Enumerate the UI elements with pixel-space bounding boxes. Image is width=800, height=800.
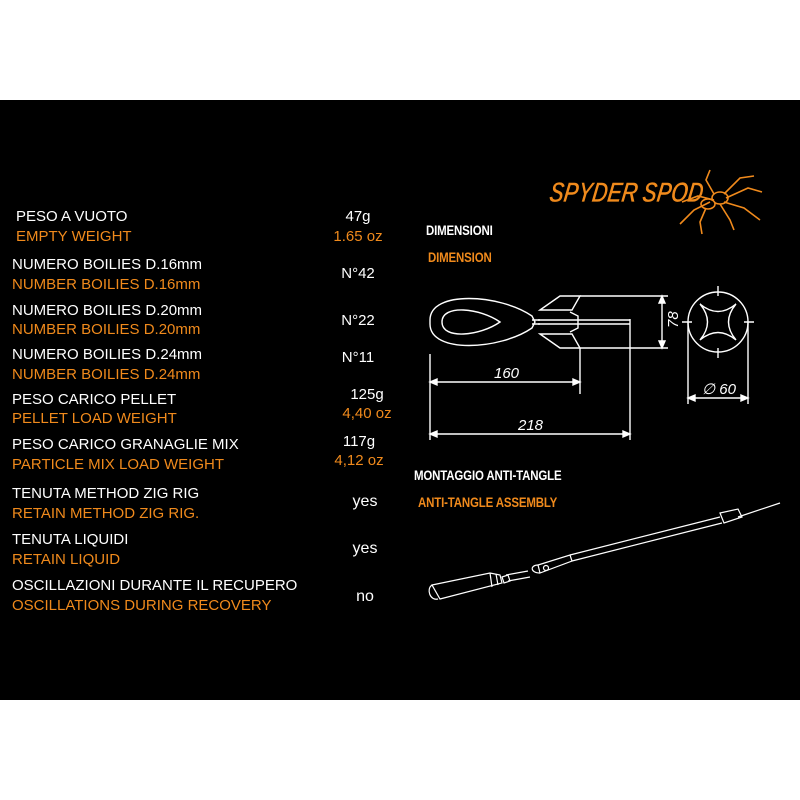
spec-4-label-it: PESO CARICO PELLET	[12, 391, 177, 408]
dimension-drawing: 160 218 78 ∅ 60	[428, 286, 754, 440]
spec-8-label-en: OSCILLATIONS DURING RECOVERY	[12, 597, 272, 614]
dimension-heading-en: DIMENSION	[428, 249, 492, 265]
spec-0-value: 47g	[345, 208, 371, 225]
dimension-diameter: ∅ 60	[702, 381, 737, 398]
spec-6-label-it: TENUTA METHOD ZIG RIG	[12, 485, 200, 502]
spec-sheet-panel: SPYDER SPOD PESO A VUOTO EMPTY WEIGHT 47…	[0, 100, 800, 700]
anti-tangle-assembly-drawing	[428, 502, 781, 600]
dimension-heading-it: DIMENSIONI	[426, 222, 493, 238]
spec-0-value-alt: 1.65 oz	[333, 228, 383, 245]
dimension-length-total: 218	[517, 417, 544, 434]
spec-8-value: no	[356, 588, 374, 605]
dimension-length-body: 160	[494, 365, 520, 382]
spec-4-label-en: PELLET LOAD WEIGHT	[12, 410, 177, 427]
spec-3-value: N°11	[341, 349, 375, 366]
spec-0-label-it: PESO A VUOTO	[16, 208, 128, 225]
spec-7-label-en: RETAIN LIQUID	[12, 551, 121, 568]
spec-4-value-alt: 4,40 oz	[342, 405, 392, 422]
spec-5-label-it: PESO CARICO GRANAGLIE MIX	[12, 436, 239, 453]
spec-2-label-en: NUMBER BOILIES D.20mm	[12, 321, 201, 338]
spec-0-label-en: EMPTY WEIGHT	[16, 228, 132, 245]
spec-4-value: 125g	[350, 386, 384, 403]
spec-5-value: 117g	[342, 433, 376, 450]
spec-5-value-alt: 4,12 oz	[334, 452, 384, 469]
spec-3-label-it: NUMERO BOILIES D.24mm	[12, 346, 203, 363]
spec-3-label-en: NUMBER BOILIES D.24mm	[12, 366, 201, 383]
spec-7-label-it: TENUTA LIQUIDI	[12, 531, 129, 548]
spec-2-label-it: NUMERO BOILIES D.20mm	[12, 302, 203, 319]
spec-5-label-en: PARTICLE MIX LOAD WEIGHT	[12, 456, 224, 473]
assembly-heading-en: ANTI-TANGLE ASSEMBLY	[418, 494, 558, 510]
spec-1-value: N°42	[341, 265, 375, 282]
spec-7-value: yes	[352, 540, 378, 557]
assembly-heading-it: MONTAGGIO ANTI-TANGLE	[414, 467, 562, 483]
brand-logo: SPYDER SPOD	[547, 168, 768, 238]
spec-8-label-it: OSCILLAZIONI DURANTE IL RECUPERO	[12, 577, 298, 594]
spec-1-label-en: NUMBER BOILIES D.16mm	[12, 276, 201, 293]
spider-icon	[679, 169, 763, 235]
spec-2-value: N°22	[341, 312, 375, 329]
spec-1-label-it: NUMERO BOILIES D.16mm	[12, 256, 203, 273]
spec-6-value: yes	[352, 493, 378, 510]
spec-6-label-en: RETAIN METHOD ZIG RIG.	[12, 505, 200, 522]
dimension-height: 78	[665, 311, 682, 328]
